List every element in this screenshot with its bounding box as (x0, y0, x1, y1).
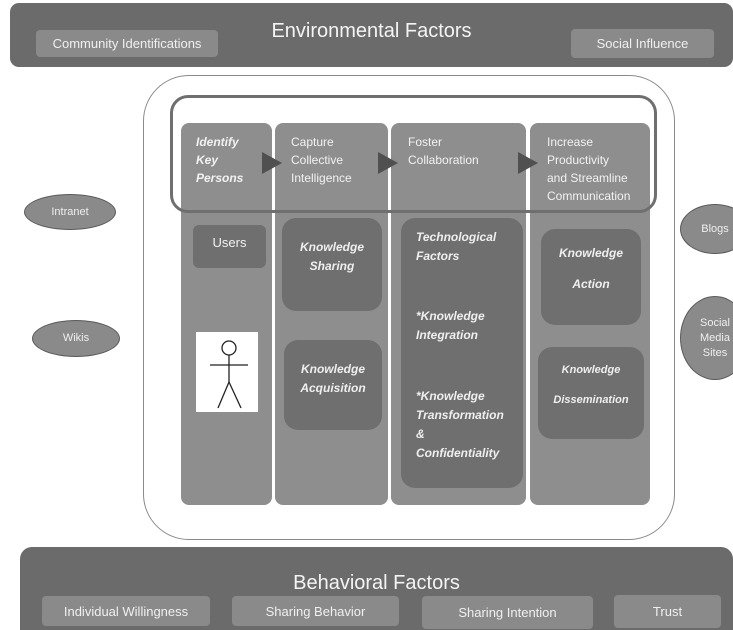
knowledge-acquisition-line2: Acquisition (300, 381, 366, 395)
stage-increase-line3: and Streamline (547, 171, 628, 185)
social-line1: Social (700, 316, 730, 329)
stage-increase-line1: Increase (547, 135, 594, 149)
column-identify (181, 123, 272, 505)
social-media-sites-oval: Social Media Sites (680, 296, 733, 380)
transformation-line2: Transformation (416, 408, 504, 422)
technological-factors-box: Technological Factors *Knowledge Integra… (401, 218, 523, 488)
integration-line1: *Knowledge (416, 309, 485, 323)
knowledge-action-box: Knowledge Action (541, 229, 641, 325)
stage-identify-line1: Identify (196, 135, 239, 149)
column-capture (275, 123, 388, 505)
sharing-intention-pill: Sharing Intention (422, 596, 593, 629)
knowledge-acquisition-line1: Knowledge (300, 362, 365, 376)
behavioral-factors-title: Behavioral Factors (293, 572, 460, 594)
tech-title-line1: Technological (416, 230, 497, 244)
arrow-right-icon (262, 152, 282, 174)
individual-willingness-pill: Individual Willingness (42, 596, 210, 626)
social-line2: Media (700, 331, 730, 344)
stage-increase-line4: Communication (547, 189, 631, 203)
stage-capture-line2: Collective (291, 153, 344, 167)
user-figure-icon (196, 332, 258, 412)
stage-capture-line1: Capture (291, 135, 334, 149)
process-loop-outline (170, 95, 657, 213)
sharing-behavior-pill: Sharing Behavior (232, 596, 399, 626)
intranet-oval: Intranet (24, 194, 116, 230)
behavioral-factors-band: Behavioral Factors Individual Willingnes… (20, 547, 733, 630)
stage-capture: Capture Collective Intelligence (291, 133, 352, 187)
knowledge-action-line1: Knowledge (558, 246, 623, 260)
technological-factors-title: Technological Factors (416, 228, 496, 266)
transformation-line4: Confidentiality (416, 446, 500, 460)
stage-foster-line2: Collaboration (408, 153, 479, 167)
arrow-right-icon (378, 152, 398, 174)
environmental-factors-title: Environmental Factors (271, 20, 472, 42)
community-identifications-pill: Community Identifications (36, 30, 218, 57)
knowledge-integration-text: *Knowledge Integration (416, 307, 485, 345)
transformation-line3: & (416, 427, 425, 441)
stage-capture-line3: Intelligence (291, 171, 352, 185)
users-box: Users (193, 225, 266, 268)
trust-pill: Trust (614, 595, 721, 628)
knowledge-action-line2: Action (572, 277, 610, 291)
knowledge-sharing-line2: Sharing (309, 259, 355, 273)
knowledge-dissemination-line1: Knowledge (561, 364, 621, 376)
stage-identify: Identify Key Persons (196, 133, 243, 187)
environmental-factors-band: Environmental Factors Community Identifi… (10, 3, 733, 67)
stage-increase-line2: Productivity (547, 153, 610, 167)
stage-identify-line3: Persons (196, 171, 244, 185)
knowledge-transformation-text: *Knowledge Transformation & Confidential… (416, 387, 504, 463)
wikis-oval: Wikis (32, 320, 120, 357)
knowledge-sharing-box: Knowledge Sharing (282, 218, 382, 311)
knowledge-acquisition-box: Knowledge Acquisition (284, 340, 382, 430)
blogs-oval: Blogs (680, 204, 733, 254)
integration-line2: Integration (416, 328, 478, 342)
stage-identify-line2: Key (196, 153, 219, 167)
knowledge-dissemination-line2: Dissemination (553, 394, 629, 406)
stage-foster: Foster Collaboration (408, 133, 479, 169)
tech-title-line2: Factors (416, 249, 460, 263)
arrow-right-icon (518, 152, 538, 174)
social-line3: Sites (702, 346, 728, 359)
users-label: Users (212, 235, 247, 250)
knowledge-dissemination-box: Knowledge Dissemination (538, 347, 644, 439)
stage-increase: Increase Productivity and Streamline Com… (547, 133, 630, 205)
transformation-line1: *Knowledge (416, 389, 485, 403)
social-influence-pill: Social Influence (571, 29, 714, 58)
knowledge-sharing-line1: Knowledge (299, 240, 364, 254)
stage-foster-line1: Foster (408, 135, 443, 149)
